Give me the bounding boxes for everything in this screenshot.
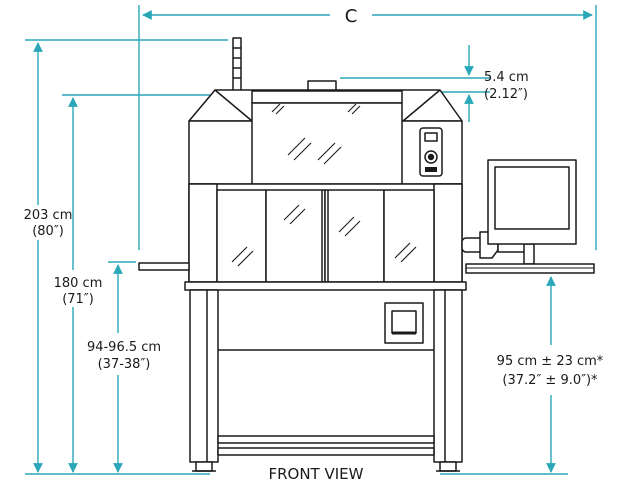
- work-table-top: [184, 281, 467, 291]
- shelf-height-metric: 95 cm ± 23 cm*: [497, 354, 604, 369]
- glass-doors: [216, 189, 435, 283]
- shelf-height-imperial: (37.2″ ± 9.0″)*: [502, 373, 598, 388]
- glass-door-glare: [231, 204, 417, 267]
- signal-tower: [232, 37, 242, 97]
- top-offset-imperial: (2.12″): [484, 87, 528, 102]
- top-window-glare: [271, 103, 361, 165]
- overall-height-imperial: (80″): [32, 224, 64, 239]
- overall-height-metric: 203 cm: [24, 208, 73, 223]
- width-label: C: [345, 6, 358, 27]
- dimension-lines: [25, 5, 597, 475]
- monitor: [487, 159, 577, 245]
- right-leg: [433, 289, 463, 463]
- top-window: [251, 102, 403, 185]
- view-label: FRONT VIEW: [268, 465, 363, 483]
- work-height-imperial: (37-38″): [98, 357, 151, 372]
- cabinet-height-metric: 180 cm: [54, 276, 103, 291]
- machine: [138, 37, 595, 472]
- work-height-metric: 94-96.5 cm: [87, 340, 161, 355]
- left-leg: [189, 289, 219, 463]
- cabinet-height-imperial: (71″): [62, 292, 94, 307]
- left-shelf: [138, 262, 190, 271]
- right-foot: [439, 461, 457, 472]
- top-offset-metric: 5.4 cm: [484, 70, 529, 85]
- control-panel: [419, 127, 443, 177]
- left-foot: [195, 461, 213, 472]
